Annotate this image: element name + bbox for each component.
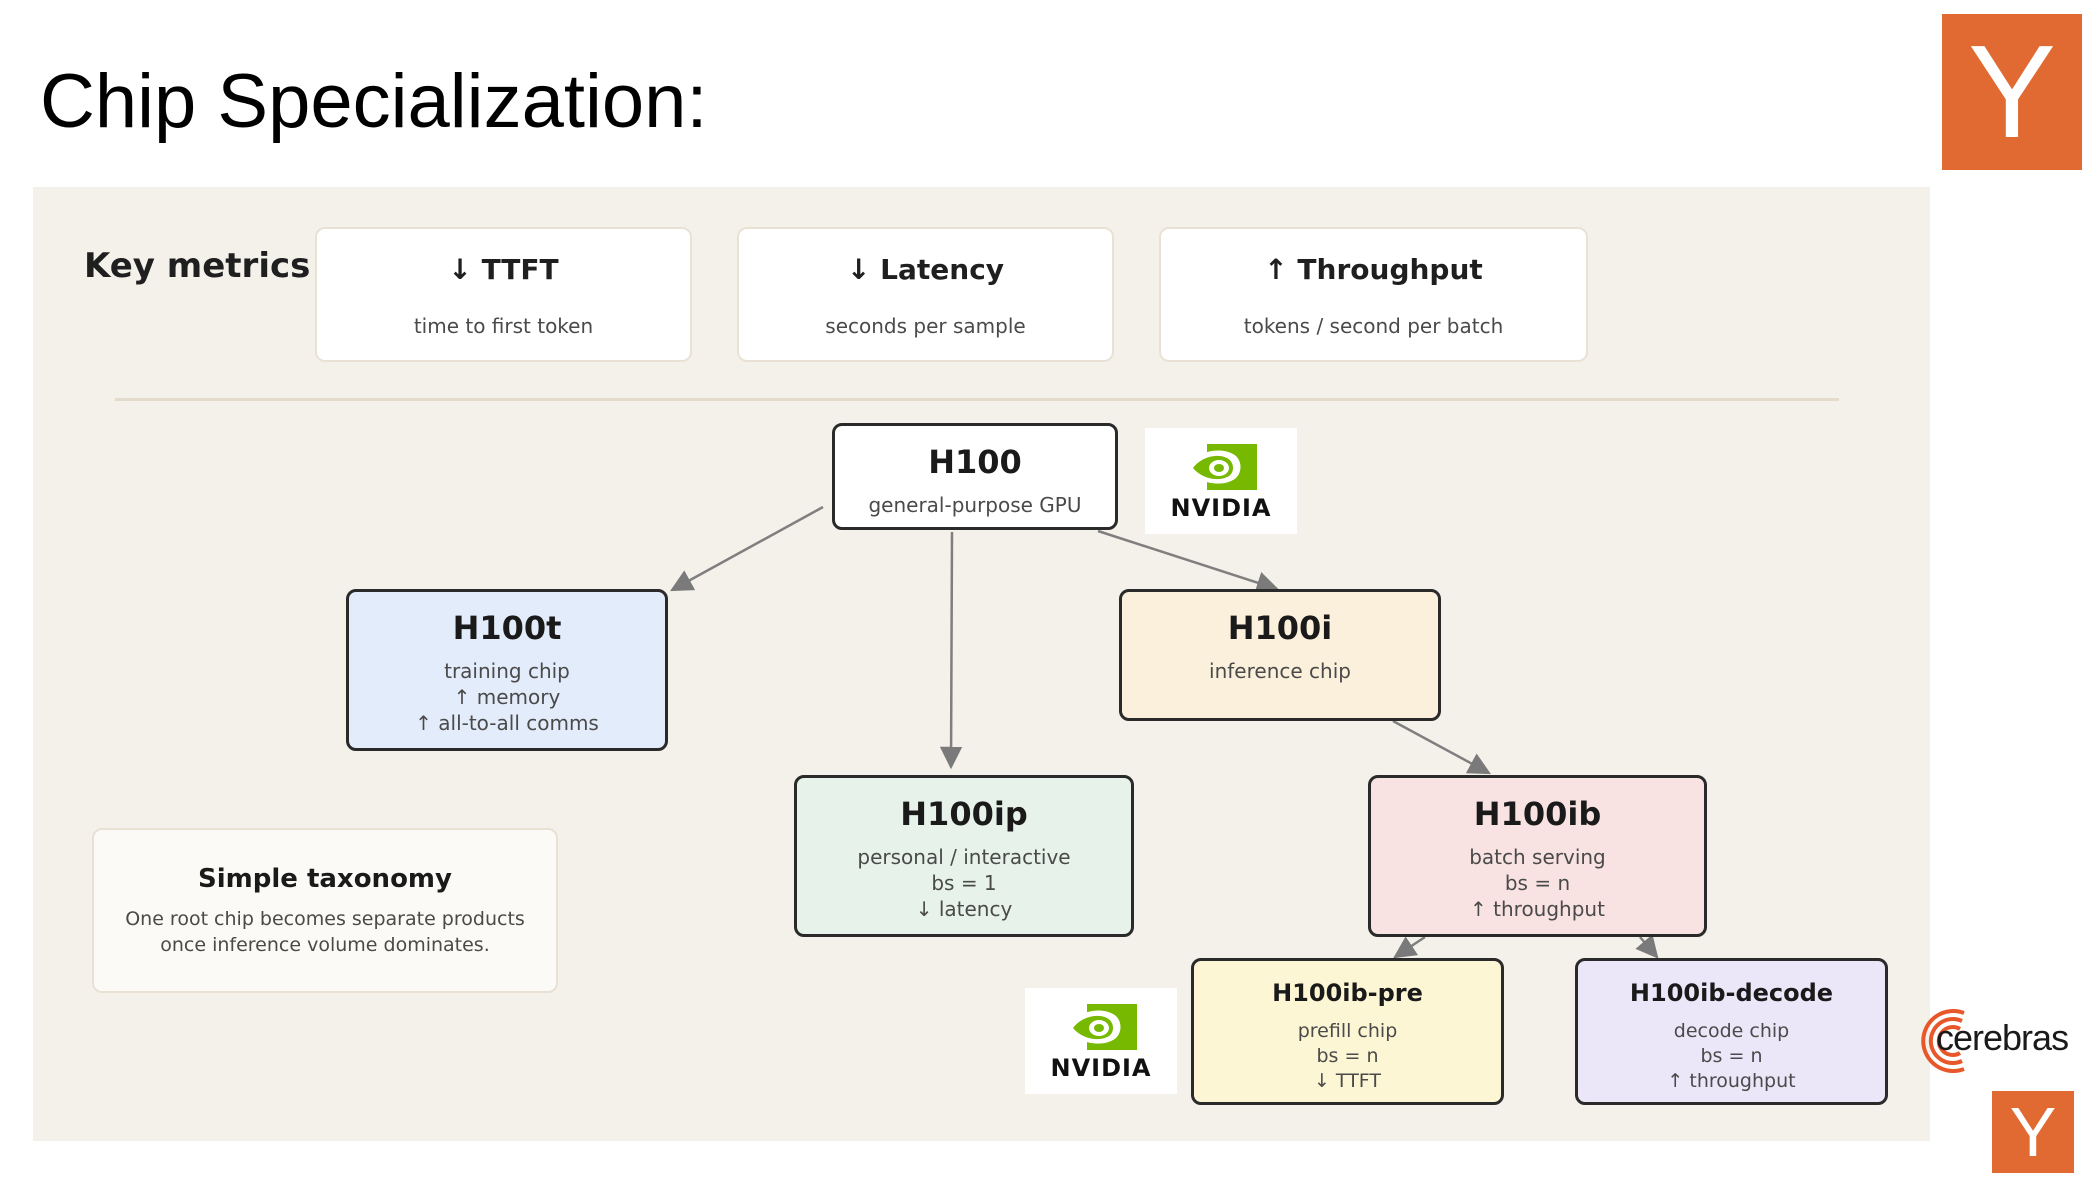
arrow-h100ib-to-decode <box>1635 934 1659 959</box>
node-desc: batch serving bs = n ↑ throughput <box>1371 844 1704 922</box>
yc-logo-letter: Y <box>1967 18 2057 165</box>
metric-card-latency: ↓ Latency seconds per sample <box>737 227 1114 362</box>
node-desc-line: decode chip <box>1673 1020 1790 1042</box>
node-desc-line: ↑ memory <box>453 685 561 709</box>
section-divider <box>115 398 1839 401</box>
node-desc: personal / interactive bs = 1 ↓ latency <box>797 844 1131 922</box>
cerebras-rings-icon <box>1921 1009 1965 1073</box>
node-desc-line: batch serving <box>1469 845 1606 869</box>
yc-logo-small: Y <box>1992 1091 2074 1173</box>
node-desc-line: ↓ latency <box>915 897 1013 921</box>
arrow-h100i-to-h100ib <box>1392 719 1491 775</box>
node-title: H100ib-pre <box>1272 979 1423 1007</box>
node-title: H100ib <box>1473 795 1602 833</box>
nvidia-eye-icon <box>1065 1004 1137 1050</box>
node-desc-line: bs = n <box>1700 1045 1763 1067</box>
node-title: H100 <box>928 443 1022 481</box>
node-h100ib-pre: H100ib-pre prefill chip bs = n ↓ TTFT <box>1191 958 1504 1105</box>
node-h100t: H100t training chip ↑ memory ↑ all-to-al… <box>346 589 668 751</box>
cerebras-wordmark: cerebras <box>1936 1017 2069 1058</box>
node-h100ib-decode: H100ib-decode decode chip bs = n ↑ throu… <box>1575 958 1888 1105</box>
node-desc-line: bs = n <box>1504 871 1571 895</box>
node-desc-line: training chip <box>444 659 570 683</box>
node-desc: decode chip bs = n ↑ throughput <box>1578 1019 1885 1094</box>
node-desc-line: prefill chip <box>1297 1020 1398 1042</box>
metric-desc: seconds per sample <box>825 314 1026 338</box>
node-desc: general-purpose GPU <box>835 492 1115 518</box>
metric-desc: time to first token <box>413 314 594 338</box>
node-h100ip: H100ip personal / interactive bs = 1 ↓ l… <box>794 775 1134 937</box>
nvidia-logo-bottom: NVIDIA <box>1025 988 1177 1094</box>
node-title: H100i <box>1227 609 1333 647</box>
node-desc: inference chip <box>1122 658 1438 684</box>
node-desc-line: general-purpose GPU <box>868 493 1082 517</box>
node-title: H100t <box>452 609 562 647</box>
arrow-h100-to-h100i <box>1097 529 1280 594</box>
taxonomy-desc-line: One root chip becomes separate products <box>125 908 525 930</box>
arrow-h100ib-to-pre <box>1393 935 1426 959</box>
nvidia-logo-top: NVIDIA <box>1145 428 1297 534</box>
metric-desc: tokens / second per batch <box>1243 314 1504 338</box>
node-title: H100ib-decode <box>1629 979 1834 1007</box>
node-desc-line: ↑ throughput <box>1667 1070 1796 1092</box>
nvidia-wordmark: NVIDIA <box>1170 494 1272 522</box>
node-h100: H100 general-purpose GPU <box>832 423 1118 530</box>
node-desc-line: ↓ TTFT <box>1313 1070 1382 1092</box>
metric-card-ttft: ↓ TTFT time to first token <box>315 227 692 362</box>
node-desc-line: personal / interactive <box>857 845 1071 869</box>
metric-name: ↓ TTFT <box>448 253 559 286</box>
yc-logo: Y <box>1942 14 2082 170</box>
key-metrics-heading: Key metrics <box>84 246 311 286</box>
node-desc-line: bs = 1 <box>931 871 997 895</box>
taxonomy-desc-line: once inference volume dominates. <box>160 934 490 956</box>
node-h100ib: H100ib batch serving bs = n ↑ throughput <box>1368 775 1707 937</box>
page-title: Chip Specialization: <box>40 59 708 144</box>
metric-card-throughput: ↑ Throughput tokens / second per batch <box>1159 227 1588 362</box>
taxonomy-desc: One root chip becomes separate products … <box>94 906 556 958</box>
node-desc-line: ↑ all-to-all comms <box>415 711 599 735</box>
cerebras-logo: cerebras <box>1912 999 2069 1083</box>
metric-name: ↓ Latency <box>846 253 1005 286</box>
node-desc: training chip ↑ memory ↑ all-to-all comm… <box>349 658 665 736</box>
nvidia-eye-icon <box>1185 444 1257 490</box>
arrow-h100-to-h100t <box>670 505 824 592</box>
yc-logo-letter: Y <box>2009 1093 2057 1171</box>
node-desc-line: inference chip <box>1209 659 1351 683</box>
metric-name: ↑ Throughput <box>1264 253 1483 286</box>
node-desc-line: bs = n <box>1316 1045 1379 1067</box>
node-h100i: H100i inference chip <box>1119 589 1441 721</box>
node-desc-line: ↑ throughput <box>1470 897 1605 921</box>
taxonomy-title: Simple taxonomy <box>198 864 452 894</box>
node-desc: prefill chip bs = n ↓ TTFT <box>1194 1019 1501 1094</box>
nvidia-wordmark: NVIDIA <box>1050 1054 1152 1082</box>
arrow-h100-to-h100ip <box>939 531 963 770</box>
node-title: H100ip <box>900 795 1028 833</box>
taxonomy-card: Simple taxonomy One root chip becomes se… <box>92 828 558 993</box>
